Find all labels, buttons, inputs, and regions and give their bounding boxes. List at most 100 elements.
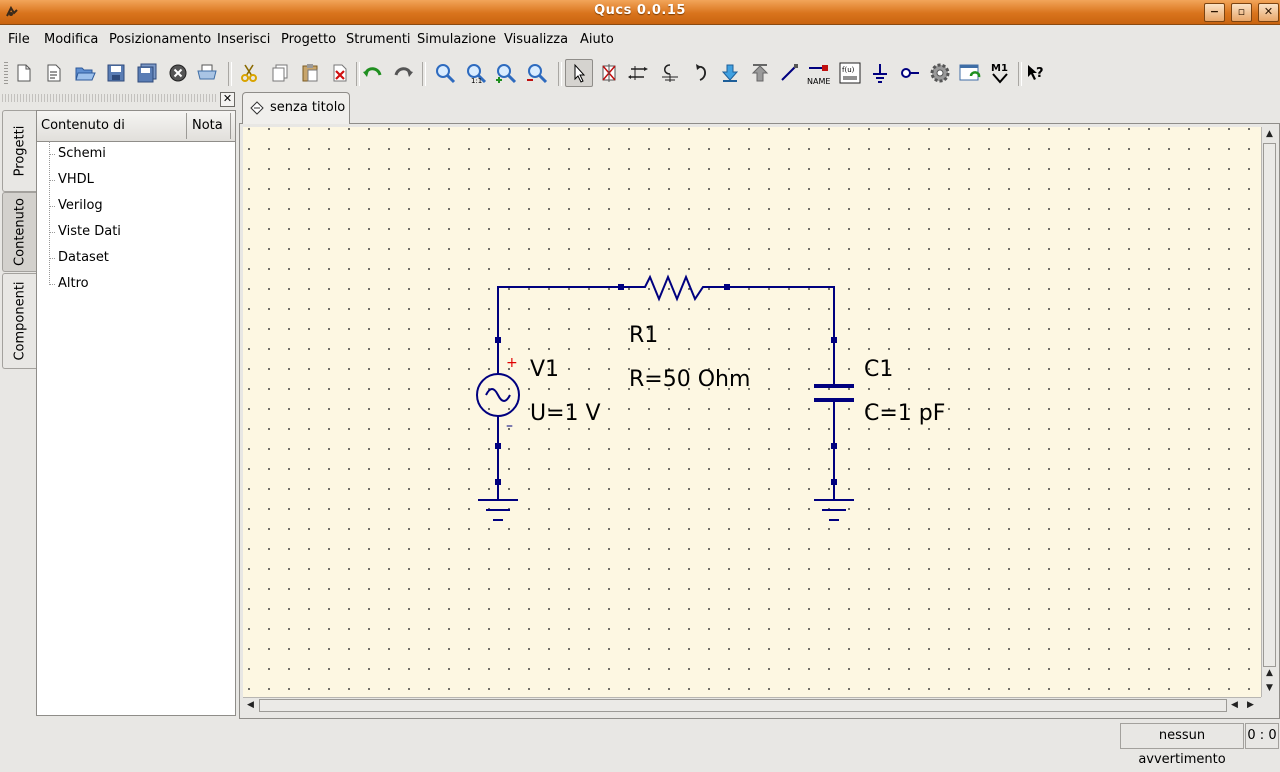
scroll-up-icon[interactable]: ▲ [1266,129,1273,139]
zoom-out-icon[interactable] [523,59,551,87]
ground-icon[interactable] [866,59,894,87]
close-document-icon[interactable] [164,59,192,87]
tab-progetti[interactable]: Progetti [2,110,36,192]
tab-contenuto[interactable]: Contenuto [2,192,36,272]
paste-icon[interactable] [296,59,324,87]
menu-modifica[interactable]: Modifica [44,32,99,47]
vertical-scroll-thumb[interactable] [1263,143,1276,667]
column-nota[interactable]: Nota [192,118,223,133]
tab-componenti[interactable]: Componenti [2,273,36,369]
menu-inserisci[interactable]: Inserisci [217,32,271,47]
scroll-up-2-icon[interactable]: ▲ [1266,668,1273,678]
window-title: Qucs 0.0.15 [594,3,686,18]
svg-text:?: ? [1036,66,1044,81]
tree-item-dataset[interactable]: Dataset [58,250,109,265]
new-document-icon[interactable] [10,59,38,87]
view-data-icon[interactable] [956,59,984,87]
tab-componenti-label: Componenti [12,281,27,361]
select-icon[interactable] [565,59,593,87]
tab-progetti-label: Progetti [12,125,27,177]
zoom-1-icon[interactable]: 1:1 [462,59,490,87]
content-tree: Contenuto di Nota Schemi VHDL Verilog Vi… [36,110,236,716]
wire-label-icon[interactable]: NAME [805,59,835,87]
dock-close-button[interactable]: ✕ [220,92,235,107]
toolbar-grip[interactable] [4,62,8,86]
app-icon[interactable] [4,4,20,20]
r1-name[interactable]: R1 [629,323,659,348]
source-plus: + [506,355,518,371]
column-contenuto[interactable]: Contenuto di [41,118,125,133]
source-minus: – [506,418,513,434]
c1-name[interactable]: C1 [864,357,894,382]
marker-icon[interactable]: M1 [986,59,1014,87]
equation-icon[interactable]: f(u) [836,59,864,87]
tab-label: senza titolo [270,100,346,115]
dock-handle[interactable] [2,94,216,102]
tree-item-verilog[interactable]: Verilog [58,198,103,213]
menu-aiuto[interactable]: Aiuto [580,32,614,47]
undo-icon[interactable] [359,59,387,87]
scroll-left-2-icon[interactable]: ◀ [1231,700,1238,710]
open-icon[interactable] [71,59,99,87]
scroll-right-icon[interactable]: ▶ [1247,700,1254,710]
save-icon[interactable] [102,59,130,87]
zoom-fit-icon[interactable] [431,59,459,87]
delete-icon[interactable] [326,59,354,87]
tree-item-altro[interactable]: Altro [58,276,89,291]
menu-posizionamento[interactable]: Posizionamento [109,32,212,47]
scroll-left-icon[interactable]: ◀ [247,700,254,710]
rotate-icon[interactable] [688,59,716,87]
port-icon[interactable] [896,59,924,87]
v1-name[interactable]: V1 [530,357,560,382]
ground-right [814,499,854,521]
horizontal-scroll-thumb[interactable] [259,699,1227,712]
tab-senza-titolo[interactable]: senza titolo [242,92,350,124]
simulate-icon[interactable] [926,59,954,87]
cut-icon[interactable] [235,59,263,87]
schematic-canvas[interactable]: + – R1 R=50 Ohm V1 U=1 V C1 C=1 pF [243,127,1261,697]
vertical-scrollbar[interactable]: ▲ ▲ ▼ [1261,127,1277,697]
cursor-position: 0 : 0 [1245,723,1279,749]
v1-value[interactable]: U=1 V [530,401,601,426]
horizontal-scrollbar[interactable]: ◀ ◀ ▶ [243,697,1261,713]
name-label: NAME [807,77,830,86]
c1-value[interactable]: C=1 pF [864,401,946,426]
new-text-icon[interactable] [40,59,68,87]
mirror-y-icon[interactable] [656,59,684,87]
minimize-button[interactable]: − [1204,3,1225,22]
mirror-x-icon[interactable] [625,59,653,87]
resistor-r1 [621,274,727,302]
menu-simulazione[interactable]: Simulazione [417,32,496,47]
tree-item-viste-dati[interactable]: Viste Dati [58,224,121,239]
zoom-in-icon[interactable] [492,59,520,87]
dock-vertical-tabs: Progetti Contenuto Componenti [2,108,36,714]
tree-item-vhdl[interactable]: VHDL [58,172,94,187]
copy-icon[interactable] [266,59,294,87]
whats-this-icon[interactable]: ? [1022,59,1050,87]
menu-bar: File Modifica Posizionamento Inserisci P… [0,28,1280,52]
enter-subcircuit-icon[interactable] [716,59,744,87]
exit-subcircuit-icon[interactable] [746,59,774,87]
redo-icon[interactable] [389,59,417,87]
menu-visualizza[interactable]: Visualizza [504,32,569,47]
close-window-button[interactable]: ✕ [1258,3,1279,22]
status-bar: nessun avvertimento 0 : 0 [0,722,1280,767]
wire-icon[interactable] [775,59,803,87]
toolbar: 1:1 NAME f(u) [0,56,1280,92]
scroll-down-icon[interactable]: ▼ [1266,683,1273,693]
deactivate-icon[interactable] [595,59,623,87]
menu-strumenti[interactable]: Strumenti [346,32,411,47]
ground-left [478,499,518,521]
print-icon[interactable] [193,59,221,87]
equation-label: f(u) [842,66,855,74]
menu-progetto[interactable]: Progetto [281,32,337,47]
wire-top-right [727,286,835,341]
tree-item-schemi[interactable]: Schemi [58,146,106,161]
r1-value[interactable]: R=50 Ohm [629,367,751,392]
schematic-icon [250,101,264,115]
save-all-icon[interactable] [133,59,161,87]
menu-file[interactable]: File [8,32,30,47]
tab-contenuto-label: Contenuto [12,198,27,266]
tree-header: Contenuto di Nota [37,111,235,142]
maximize-button[interactable]: ▫ [1231,3,1252,22]
